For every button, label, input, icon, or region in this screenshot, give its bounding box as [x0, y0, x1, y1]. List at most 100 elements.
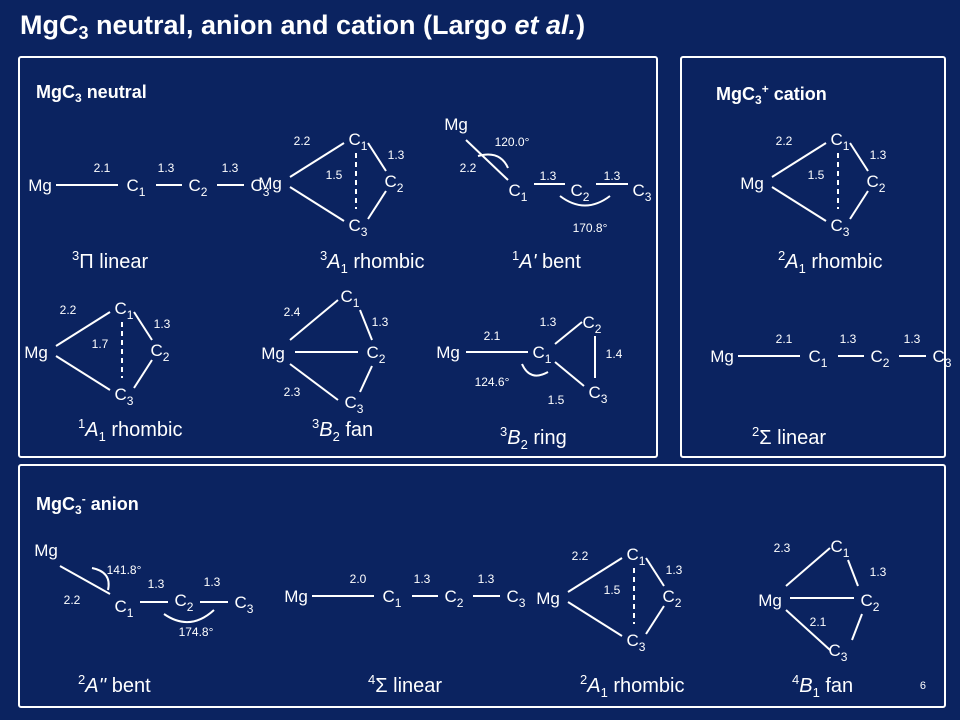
- atom-c2: C2: [175, 591, 194, 614]
- bond-length: 1.5: [548, 393, 565, 407]
- bond-line: [289, 142, 345, 178]
- atom-c1: C1: [533, 343, 552, 366]
- atom-c2: C2: [861, 591, 880, 614]
- atom-c2: C2: [151, 341, 170, 364]
- bond-length: 1.5: [604, 583, 621, 597]
- bond-line: [847, 559, 859, 587]
- angle-value: 124.6°: [475, 375, 510, 389]
- bond-length: 2.4: [284, 305, 301, 319]
- atom-mg: Mg: [536, 589, 560, 608]
- atom-c3: C3: [251, 176, 270, 199]
- panel-anion: [18, 464, 946, 708]
- bond-line: [59, 565, 111, 595]
- atom-c2: C2: [445, 587, 464, 610]
- state-label: 3B2 fan: [312, 416, 373, 444]
- atom-c2: C2: [189, 176, 208, 199]
- state-label: 2Σ linear: [752, 424, 826, 449]
- bond-line: [359, 365, 373, 393]
- bond-line: [851, 613, 863, 641]
- atom-c2: C2: [385, 172, 404, 195]
- bond-length: 1.3: [540, 315, 557, 329]
- angle-value: 170.8°: [573, 221, 608, 235]
- bond-length: 1.3: [158, 161, 175, 175]
- bond-length: 1.3: [904, 332, 921, 346]
- bond-length: 1.7: [92, 337, 109, 351]
- panel-title-cation: MgC3+ cation: [716, 82, 827, 107]
- bond-line: [465, 139, 509, 181]
- state-label: 2A'' bent: [78, 672, 151, 697]
- atom-mg: Mg: [436, 343, 460, 362]
- atom-c2: C2: [583, 313, 602, 336]
- bond-line: [771, 186, 827, 222]
- bond-length: 1.3: [414, 572, 431, 586]
- bond-length: 1.4: [606, 347, 623, 361]
- state-label: 2A1 rhombic: [778, 248, 883, 276]
- bond-length: 1.3: [604, 169, 621, 183]
- bond-length: 1.3: [388, 148, 405, 162]
- atom-c3: C3: [633, 181, 652, 204]
- bond-line: [133, 311, 153, 341]
- bond-line: [359, 309, 373, 341]
- angle-arc: [521, 363, 549, 377]
- atom-c1: C1: [127, 176, 146, 199]
- angle-value: 141.8°: [107, 563, 142, 577]
- bond-length: 1.3: [840, 332, 857, 346]
- bond-line: [567, 601, 623, 637]
- atom-c2: C2: [663, 587, 682, 610]
- atom-c3: C3: [933, 347, 952, 370]
- state-label: 4B1 fan: [792, 672, 853, 700]
- atom-mg: Mg: [28, 176, 52, 195]
- bond-line: [289, 363, 339, 401]
- bond-line: [645, 605, 665, 635]
- bond-line: [645, 557, 665, 587]
- atom-c1: C1: [115, 299, 134, 322]
- atom-mg: Mg: [24, 343, 48, 362]
- atom-c2: C2: [367, 343, 386, 366]
- angle-arc: [559, 195, 611, 207]
- atom-c2: C2: [867, 172, 886, 195]
- bond-length: 2.1: [776, 332, 793, 346]
- bond-line: [785, 547, 831, 587]
- panel-cation: [680, 56, 946, 458]
- angle-value: 120.0°: [495, 135, 530, 149]
- atom-c1: C1: [115, 597, 134, 620]
- bond-line: [367, 190, 387, 220]
- bond-length: 2.1: [94, 161, 111, 175]
- state-label: 3A1 rhombic: [320, 248, 425, 276]
- bond-line: [133, 359, 153, 389]
- atom-mg: Mg: [758, 591, 782, 610]
- bond-length: 2.3: [284, 385, 301, 399]
- atom-mg: Mg: [284, 587, 308, 606]
- atom-c1: C1: [831, 130, 850, 153]
- bond-length: 1.3: [148, 577, 165, 591]
- atom-c3: C3: [507, 587, 526, 610]
- bond-line: [567, 557, 623, 593]
- atom-c3: C3: [235, 593, 254, 616]
- bond-line: [289, 299, 339, 341]
- slide-title: MgC3 neutral, anion and cation (Largo et…: [20, 10, 586, 43]
- state-label: 4Σ linear: [368, 672, 442, 697]
- bond-length: 1.5: [808, 168, 825, 182]
- atom-c3: C3: [589, 383, 608, 406]
- bond-line: [55, 311, 111, 347]
- atom-c1: C1: [809, 347, 828, 370]
- atom-mg: Mg: [261, 344, 285, 363]
- bond-length: 1.3: [478, 572, 495, 586]
- bond-length: 2.2: [572, 549, 589, 563]
- atom-c3: C3: [115, 385, 134, 408]
- bond-length: 2.2: [60, 303, 77, 317]
- page-number: 6: [919, 680, 926, 692]
- bond-line: [554, 321, 583, 345]
- angle-arc: [477, 153, 509, 169]
- bond-length: 1.5: [326, 168, 343, 182]
- atom-c3: C3: [627, 631, 646, 654]
- atom-mg: Mg: [710, 347, 734, 366]
- atom-mg: Mg: [444, 115, 468, 134]
- bond-line: [771, 142, 827, 178]
- bond-length: 1.3: [154, 317, 171, 331]
- panel-title-neutral: MgC3 neutral: [36, 82, 147, 105]
- bond-line: [367, 142, 387, 172]
- bond-length: 1.3: [870, 148, 887, 162]
- state-label: 1A1 rhombic: [78, 416, 183, 444]
- atom-c2: C2: [571, 181, 590, 204]
